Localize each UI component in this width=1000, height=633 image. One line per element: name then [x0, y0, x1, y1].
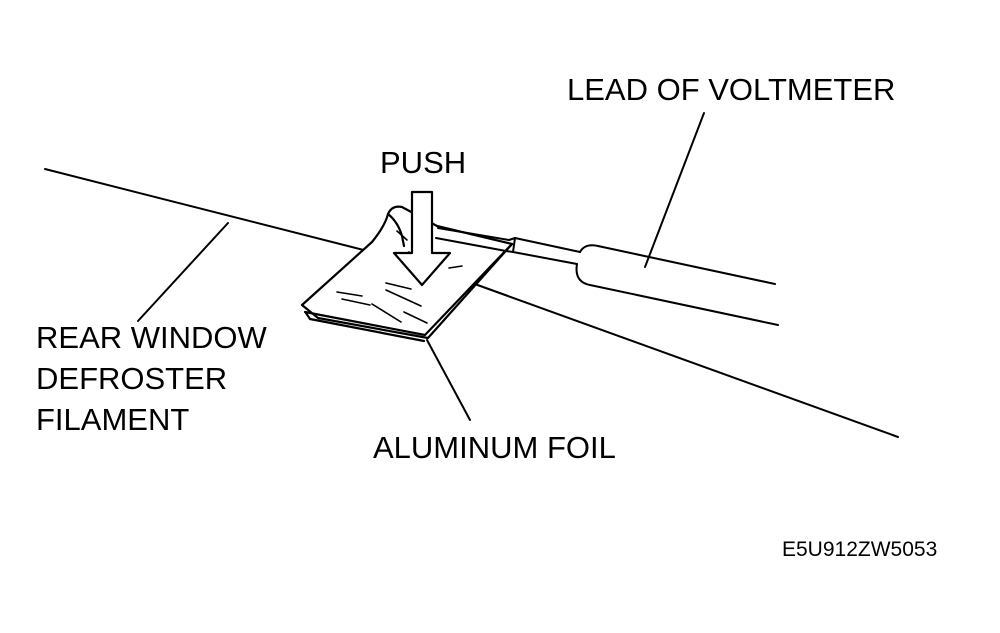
- voltmeter-probe: [435, 227, 779, 326]
- figure-code: E5U912ZW5053: [782, 538, 938, 561]
- leader-line-foil: [426, 339, 471, 421]
- leader-line-filament: [137, 222, 229, 322]
- defroster-filament-line: [44, 168, 899, 438]
- aluminum-foil-piece: [300, 205, 514, 343]
- voltmeter-lead-label: LEAD OF VOLTMETER: [567, 72, 896, 107]
- defroster-filament-label-line: REAR WINDOW: [36, 320, 267, 355]
- defroster-filament-label-line: FILAMENT: [36, 402, 190, 437]
- defroster-filament-label-line: DEFROSTER: [36, 361, 228, 396]
- push-label: PUSH: [380, 145, 467, 180]
- aluminum-foil-label: ALUMINUM FOIL: [373, 430, 616, 465]
- leader-line-voltmeter: [644, 112, 705, 268]
- defroster-filament-label: REAR WINDOW DEFROSTER FILAMENT: [36, 317, 267, 440]
- push-arrow: [392, 190, 452, 287]
